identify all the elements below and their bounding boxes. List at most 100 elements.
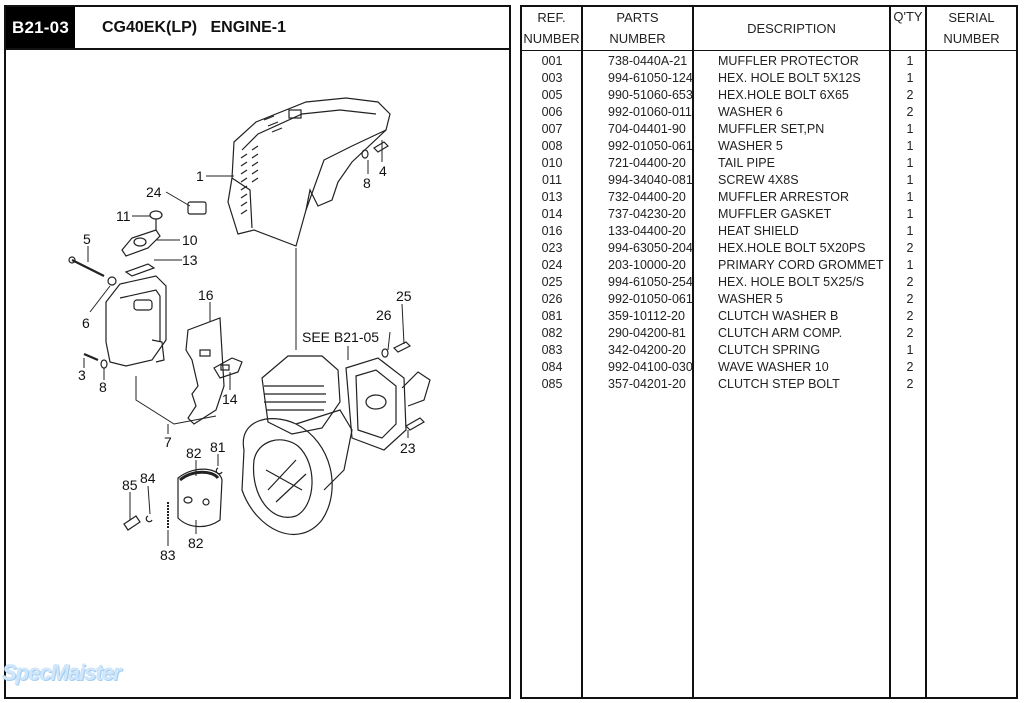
- exploded-parts-diagram: 1 24 11 10 5 13 6 16 3 8 7 8 4 26 25 14 …: [6, 50, 509, 697]
- qty-cell: 1: [906, 190, 914, 204]
- callout-5: 5: [83, 231, 91, 247]
- qty-cell: 1: [906, 258, 914, 272]
- header-serial-number: SERIAL NUMBER: [943, 10, 1000, 46]
- description-cell: WASHER 5: [718, 292, 783, 306]
- engine-block-drawing: [241, 355, 353, 536]
- part-number-cell: 737-04230-20: [608, 207, 686, 221]
- clutch-drawing: [177, 468, 223, 528]
- qty-cell: 1: [906, 71, 914, 85]
- see-reference-note: SEE B21-05: [302, 329, 379, 345]
- description-cell: HEX. HOLE BOLT 5X12S: [718, 71, 861, 85]
- ref-cell: 005: [541, 88, 563, 102]
- part-number-cell: 342-04200-20: [608, 343, 686, 357]
- part-number-cell: 732-04400-20: [608, 190, 686, 204]
- column-divider: [925, 7, 927, 697]
- callout-6: 6: [82, 315, 90, 331]
- header-ref-number: REF. NUMBER: [523, 10, 580, 46]
- ref-cell: 024: [541, 258, 563, 272]
- ref-cell: 003: [541, 71, 563, 85]
- callout-84: 84: [140, 470, 156, 486]
- description-cell: CLUTCH ARM COMP.: [718, 326, 843, 340]
- header-qty: Q'TY: [893, 9, 923, 24]
- description-cell: CLUTCH WASHER B: [718, 309, 839, 323]
- ref-cell: 026: [541, 292, 563, 306]
- part-number-cell: 704-04401-90: [608, 122, 686, 136]
- description-cell: MUFFLER PROTECTOR: [718, 54, 859, 68]
- ref-cell: 023: [541, 241, 563, 255]
- qty-cell: 2: [906, 309, 914, 323]
- qty-cell: 2: [906, 88, 914, 102]
- callout-labels: 1 24 11 10 5 13 6 16 3 8 7 8 4 26 25 14 …: [78, 163, 416, 563]
- qty-cell: 1: [906, 173, 914, 187]
- qty-cell: 2: [906, 292, 914, 306]
- page-title: CG40EK(LP) ENGINE-1: [102, 19, 287, 36]
- muffler-body-drawing: [105, 275, 167, 367]
- ref-cell: 081: [541, 309, 563, 323]
- callout-8-lower: 8: [99, 379, 107, 395]
- table-row: 014 737-04230-20 MUFFLER GASKET 1: [522, 206, 1016, 223]
- part-number-cell: 994-63050-204: [608, 241, 692, 255]
- description-cell: TAIL PIPE: [718, 156, 775, 170]
- muffler-protector-drawing: [227, 97, 391, 247]
- callout-25: 25: [396, 288, 412, 304]
- callout-4: 4: [379, 163, 387, 179]
- qty-cell: 2: [906, 275, 914, 289]
- muffler-gasket-drawing: [213, 357, 243, 379]
- primary-cord-grommet-drawing: [187, 201, 207, 215]
- qty-cell: 1: [906, 156, 914, 170]
- ref-cell: 084: [541, 360, 563, 374]
- callout-3: 3: [78, 367, 86, 383]
- part-number-cell: 203-10000-20: [608, 258, 686, 272]
- description-cell: MUFFLER SET,PN: [718, 122, 825, 136]
- description-cell: CLUTCH STEP BOLT: [718, 377, 840, 391]
- description-cell: HEX.HOLE BOLT 6X65: [718, 88, 849, 102]
- part-number-cell: 992-01050-061: [608, 292, 692, 306]
- ref-cell: 006: [541, 105, 563, 119]
- ref-cell: 010: [541, 156, 563, 170]
- callout-16: 16: [198, 287, 214, 303]
- description-cell: HEX. HOLE BOLT 5X25/S: [718, 275, 865, 289]
- part-number-cell: 738-0440A-21: [608, 54, 688, 68]
- ref-cell: 014: [541, 207, 563, 221]
- qty-cell: 2: [906, 241, 914, 255]
- heat-shield-drawing: [185, 317, 225, 425]
- part-number-cell: 994-61050-254: [608, 275, 692, 289]
- ref-cell: 008: [541, 139, 563, 153]
- qty-cell: 1: [906, 207, 914, 221]
- qty-cell: 1: [906, 54, 914, 68]
- engine-exploded-view: 1 24 11 10 5 13 6 16 3 8 7 8 4 26 25 14 …: [68, 97, 431, 563]
- ref-cell: 085: [541, 377, 563, 391]
- description-cell: MUFFLER GASKET: [718, 207, 832, 221]
- page-header: B21-03 CG40EK(LP) ENGINE-1: [6, 7, 509, 50]
- callout-13: 13: [182, 252, 198, 268]
- callout-7: 7: [164, 434, 172, 450]
- ref-cell: 016: [541, 224, 563, 238]
- part-number-cell: 990-51060-653: [608, 88, 692, 102]
- qty-cell: 1: [906, 139, 914, 153]
- ref-cell: 083: [541, 343, 563, 357]
- ref-cell: 001: [541, 54, 563, 68]
- watermark-logo: SpecMaister: [2, 660, 122, 685]
- table-row: 005 990-51060-653 HEX.HOLE BOLT 6X65 2: [522, 87, 1016, 104]
- description-cell: MUFFLER ARRESTOR: [718, 190, 850, 204]
- parts-table: REF. NUMBER PARTS NUMBER DESCRIPTION Q'T…: [520, 5, 1018, 699]
- column-divider: [581, 7, 583, 697]
- ref-cell: 082: [541, 326, 563, 340]
- qty-cell: 2: [906, 105, 914, 119]
- table-row: 001 738-0440A-21 MUFFLER PROTECTOR 1: [522, 53, 1016, 70]
- part-number-cell: 359-10112-20: [608, 309, 685, 323]
- ref-cell: 011: [542, 173, 562, 187]
- callout-23: 23: [400, 440, 416, 456]
- part-number-cell: 992-01050-061: [608, 139, 692, 153]
- qty-cell: 2: [906, 326, 914, 340]
- part-number-cell: 721-04400-20: [608, 156, 686, 170]
